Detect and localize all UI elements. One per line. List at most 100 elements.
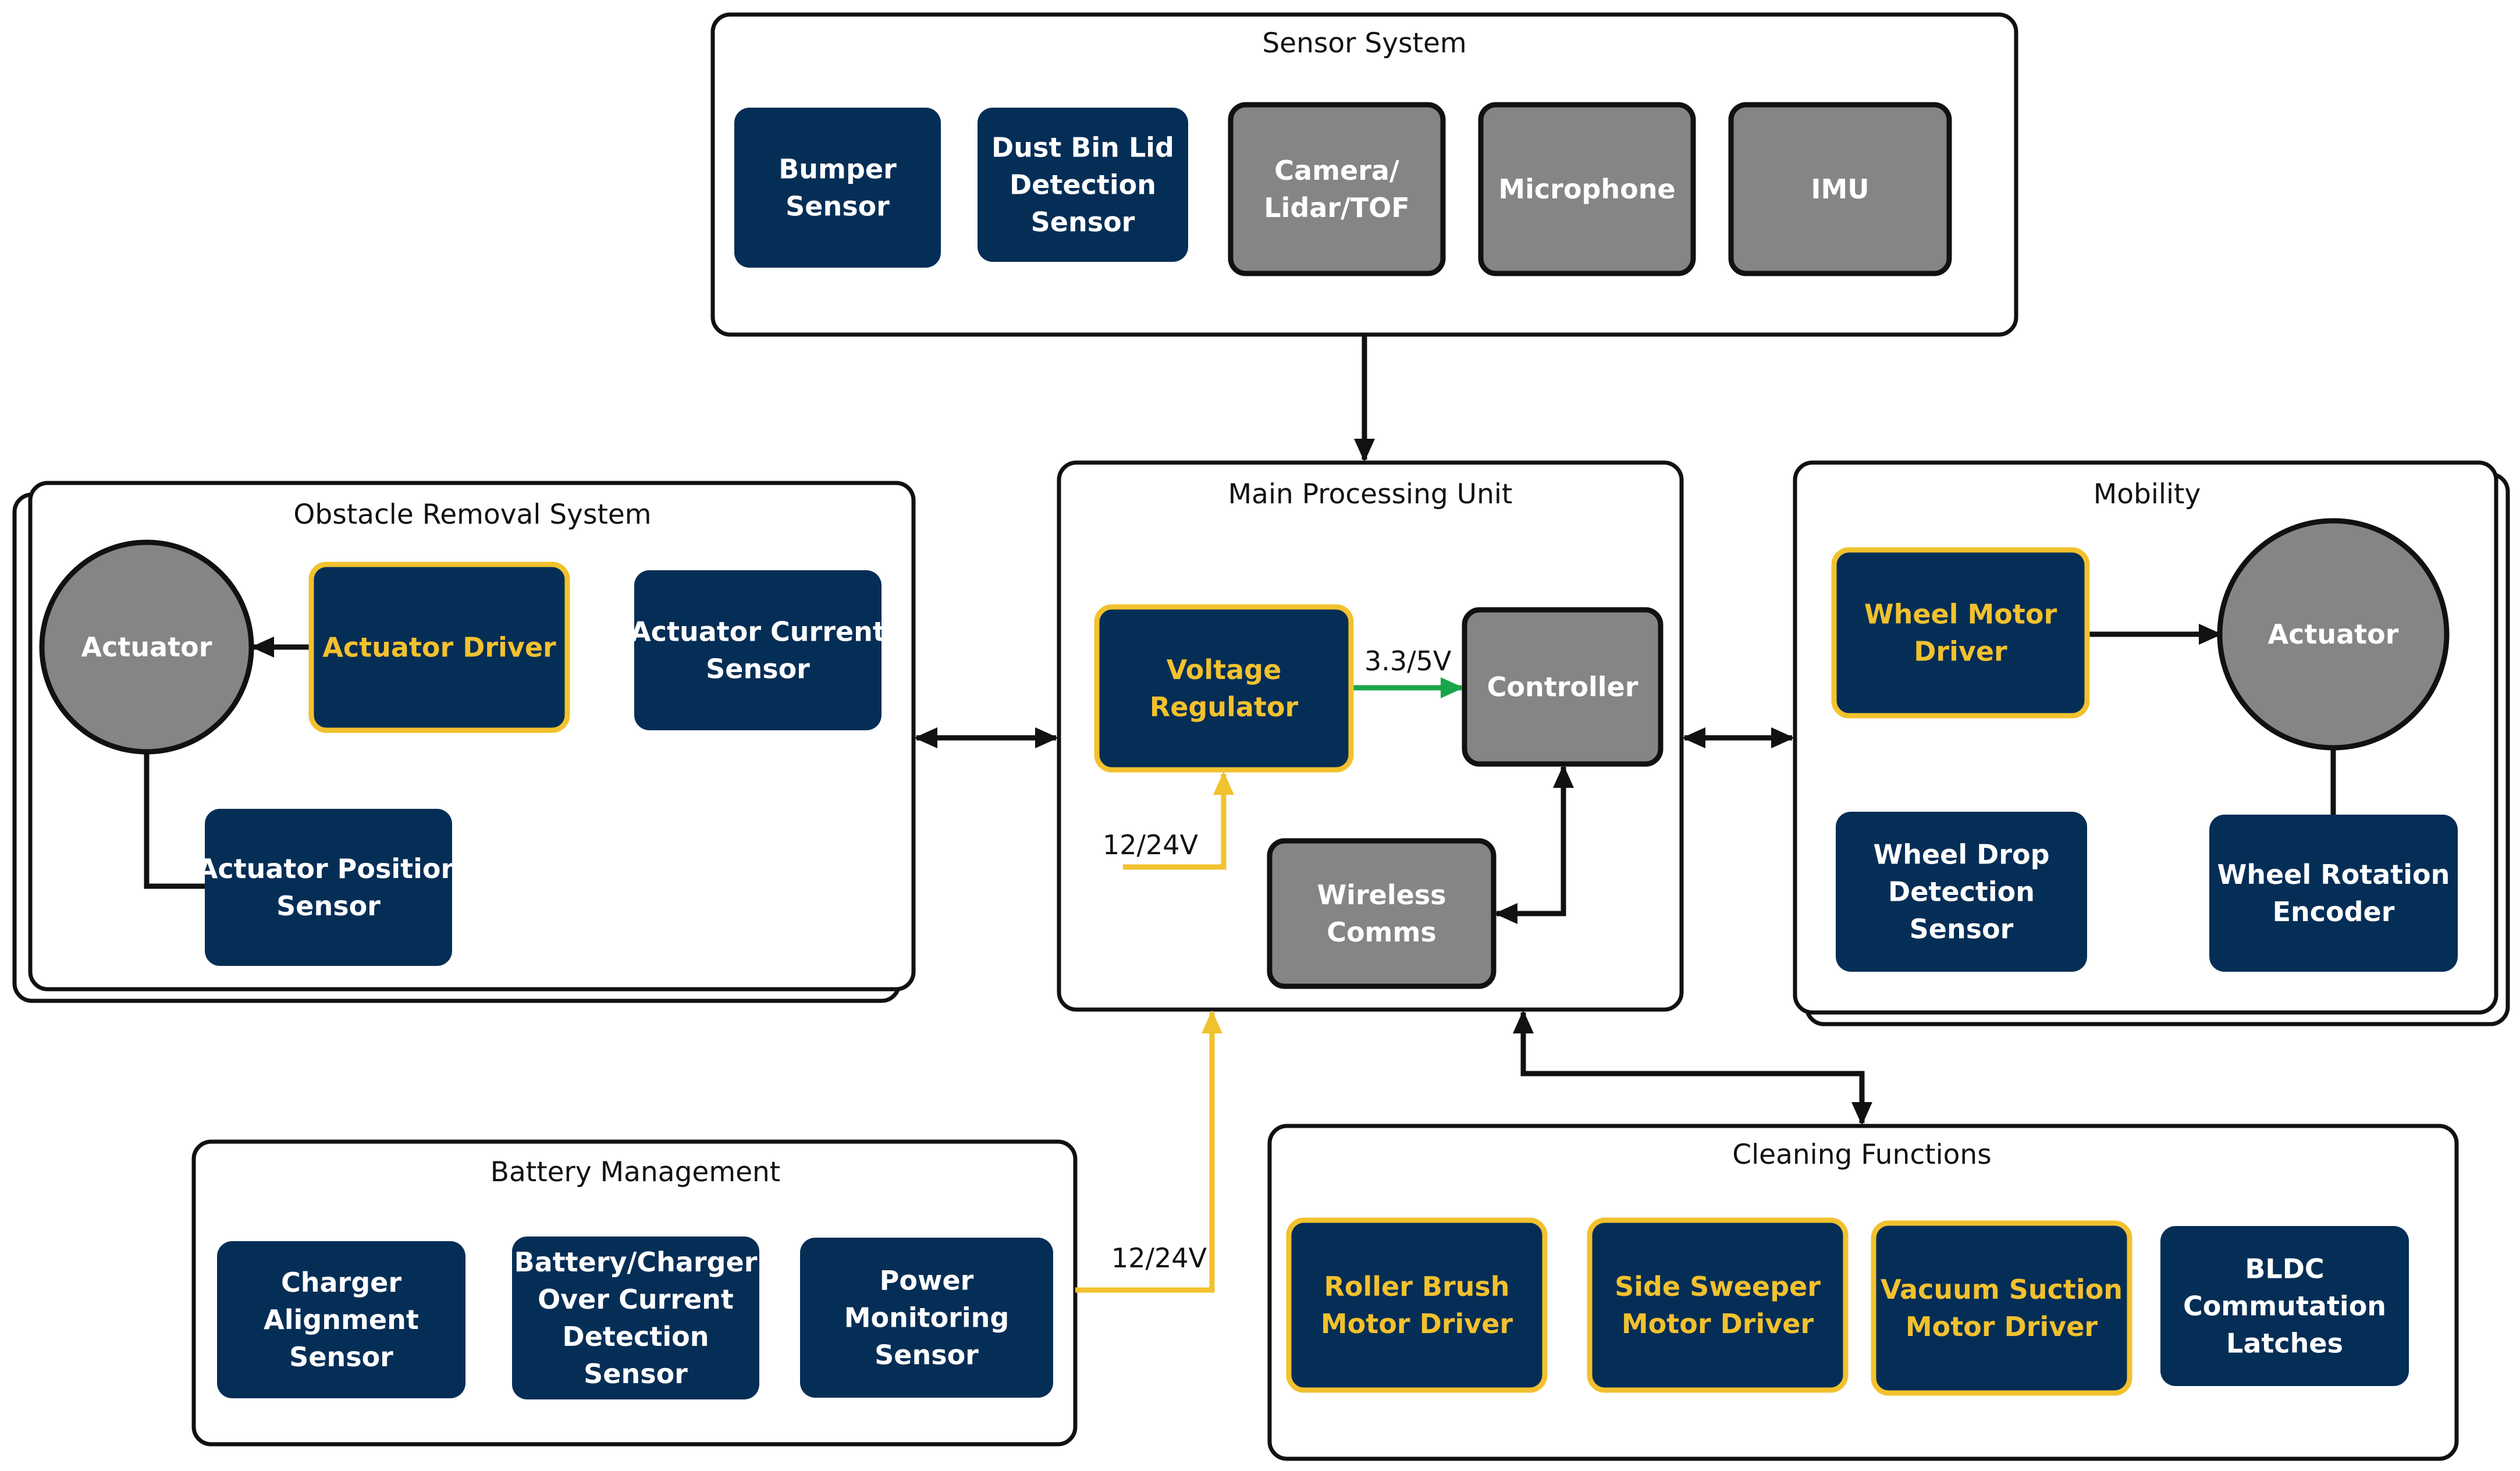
- obstacle-removal-title: Obstacle Removal System: [293, 499, 651, 531]
- imu-block-label-line: IMU: [1811, 173, 1869, 205]
- mobility-title: Mobility: [2094, 478, 2201, 510]
- regulator-input-label: 12/24V: [1103, 829, 1199, 861]
- power-monitoring-sensor-block-label-line: Power: [880, 1265, 974, 1296]
- camera-lidar-tof-block-label-line: Lidar/TOF: [1264, 192, 1409, 223]
- vacuum-suction-driver-block-label-line: Motor Driver: [1906, 1311, 2098, 1342]
- wheel-motor-driver-block-label-line: Wheel Motor: [1864, 599, 2057, 630]
- wheel-drop-sensor-block-label-line: Detection: [1888, 876, 2035, 908]
- wireless-comms-block-label-line: Wireless: [1317, 879, 1446, 911]
- power-monitoring-sensor-block-label-line: Sensor: [875, 1339, 979, 1371]
- dust-bin-lid-sensor-block-box: [978, 108, 1188, 262]
- controller-block-box: [1462, 607, 1664, 767]
- sensor-system-title: Sensor System: [1262, 27, 1466, 59]
- side-sweeper-driver-block-box: [1587, 1217, 1849, 1393]
- charger-alignment-sensor-block-label-line: Alignment: [264, 1304, 419, 1335]
- wheel-drop-sensor-block-box: [1836, 812, 2087, 972]
- actuator-current-sensor-block-label-line: Sensor: [706, 653, 810, 685]
- overcurrent-detection-sensor-block-label-line: Detection: [563, 1321, 709, 1352]
- charger-alignment-sensor-block-label-line: Charger: [281, 1267, 401, 1298]
- actuator-position-sensor-block-label-line: Sensor: [276, 890, 381, 922]
- battery-power-arrow: [1075, 1010, 1222, 1293]
- actuator-current-sensor-block-box: [634, 570, 882, 730]
- wheel-rotation-encoder-block-label-line: Encoder: [2273, 896, 2395, 928]
- actuator-driver-block: Actuator Driver: [308, 562, 570, 733]
- wheel-drop-sensor-block-label-line: Wheel Drop: [1873, 839, 2049, 870]
- vacuum-suction-driver-block-label-line: Vacuum Suction: [1881, 1274, 2123, 1305]
- bumper-sensor-block-label-line: Bumper: [779, 154, 897, 185]
- bldc-commutation-latches-block-label-line: BLDC: [2245, 1253, 2324, 1285]
- camera-lidar-tof-block: Camera/Lidar/TOF: [1228, 102, 1446, 276]
- camera-lidar-tof-block-label-line: Camera/: [1274, 155, 1399, 186]
- overcurrent-detection-sensor-block-label-line: Over Current: [538, 1284, 734, 1315]
- main-processing-title: Main Processing Unit: [1228, 478, 1513, 510]
- mobility-actuator-circle: [2217, 518, 2450, 751]
- bldc-commutation-latches-block-box: [2160, 1226, 2409, 1386]
- voltage-regulator-block-label-line: Voltage: [1167, 654, 1282, 685]
- battery-output-label: 12/24V: [1111, 1242, 1207, 1274]
- bldc-commutation-latches-block-label-line: Latches: [2226, 1328, 2343, 1359]
- rail-voltage-label: 3.3/5V: [1364, 645, 1452, 677]
- regulator-input-arrow: [1123, 772, 1234, 870]
- actuator-driver-block-label-line: Actuator Driver: [322, 632, 556, 663]
- actuator-position-sensor-block-label-line: Actuator Position: [197, 853, 460, 884]
- actuator-position-link: [144, 751, 205, 889]
- dust-bin-lid-sensor-block-label-line: Detection: [1010, 169, 1156, 201]
- voltage-regulator-block-box: [1094, 604, 1354, 773]
- wireless-comms-block-label-line: Comms: [1327, 916, 1437, 948]
- wheel-motor-driver-block-label-line: Driver: [1914, 636, 2007, 667]
- camera-lidar-tof-block-box: [1228, 102, 1446, 276]
- roller-brush-driver-block-label-line: Motor Driver: [1321, 1308, 1513, 1339]
- battery-management-title: Battery Management: [491, 1156, 781, 1188]
- wireless-comms-block-box: [1267, 838, 1497, 989]
- vacuum-suction-driver-block-box: [1871, 1220, 2132, 1396]
- side-sweeper-driver-block-label-line: Motor Driver: [1622, 1308, 1814, 1339]
- side-sweeper-driver-block-label-line: Side Sweeper: [1615, 1271, 1821, 1302]
- charger-alignment-sensor-block-label-line: Sensor: [289, 1341, 393, 1373]
- mobility-actuator-label: Actuator: [2268, 619, 2399, 650]
- charger-alignment-sensor-block-box: [217, 1241, 465, 1398]
- overcurrent-detection-sensor-block-box: [512, 1237, 759, 1399]
- dust-bin-lid-sensor-block-label-line: Dust Bin Lid: [991, 132, 1174, 164]
- power-monitoring-sensor-block-box: [800, 1238, 1053, 1398]
- bumper-sensor-block-label-line: Sensor: [785, 191, 890, 222]
- overcurrent-detection-sensor-block-label-line: Battery/Charger: [514, 1246, 758, 1278]
- controller-wireless-arrow: [1494, 765, 1574, 924]
- actuator-position-sensor-block-box: [205, 809, 452, 966]
- bumper-sensor-block-box: [734, 108, 941, 268]
- microphone-block-label-line: Microphone: [1498, 173, 1675, 205]
- overcurrent-detection-sensor-block-label-line: Sensor: [584, 1358, 688, 1390]
- imu-block-box: [1728, 102, 1952, 276]
- cleaning-functions-frame: [1267, 1124, 2459, 1461]
- voltage-regulator-block-label-line: Regulator: [1150, 691, 1299, 723]
- bldc-commutation-latches-block-label-line: Commutation: [2183, 1291, 2386, 1322]
- wheel-rotation-encoder-block-label-line: Wheel Rotation: [2217, 859, 2450, 890]
- actuator-current-sensor-block-label-line: Actuator Current: [630, 616, 886, 648]
- obstacle-actuator-label: Actuator: [81, 631, 212, 663]
- controller-block: Controller: [1462, 607, 1664, 767]
- roller-brush-driver-block-box: [1286, 1217, 1548, 1393]
- imu-block: IMU: [1728, 102, 1952, 276]
- wheel-rotation-encoder-block-box: [2209, 815, 2458, 972]
- controller-block-label-line: Controller: [1487, 671, 1638, 703]
- obstacle-actuator-circle: [39, 539, 254, 755]
- actuator-driver-block-box: [308, 562, 570, 733]
- power-monitoring-sensor-block-label-line: Monitoring: [844, 1302, 1010, 1334]
- microphone-block-box: [1478, 102, 1696, 276]
- cleaning-functions-title: Cleaning Functions: [1732, 1139, 1991, 1171]
